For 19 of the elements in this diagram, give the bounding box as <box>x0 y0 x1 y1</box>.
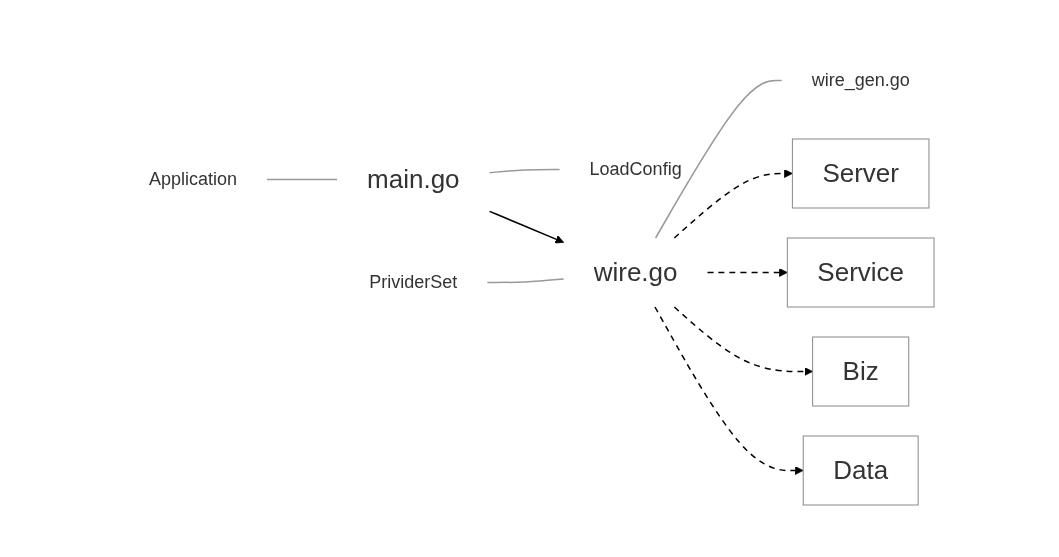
node-box: Server <box>792 138 930 209</box>
node-text: main.go <box>367 164 460 194</box>
arrow <box>654 306 804 475</box>
node-text: wire_gen.go <box>811 70 910 90</box>
arrow <box>673 169 793 239</box>
connector <box>486 278 565 284</box>
node-box: Biz <box>812 336 910 407</box>
node-text: PrividerSet <box>369 272 458 292</box>
node-text: Application <box>149 169 238 189</box>
arrow <box>706 268 788 277</box>
connector <box>488 168 561 174</box>
connector <box>654 79 783 239</box>
arrow <box>673 306 814 376</box>
node-box: Data <box>802 435 919 506</box>
node-text: wire.go <box>593 257 678 287</box>
node-box: Service <box>786 237 935 308</box>
connector <box>266 178 338 181</box>
node-text: LoadConfig <box>589 159 682 179</box>
arrow <box>488 210 565 244</box>
